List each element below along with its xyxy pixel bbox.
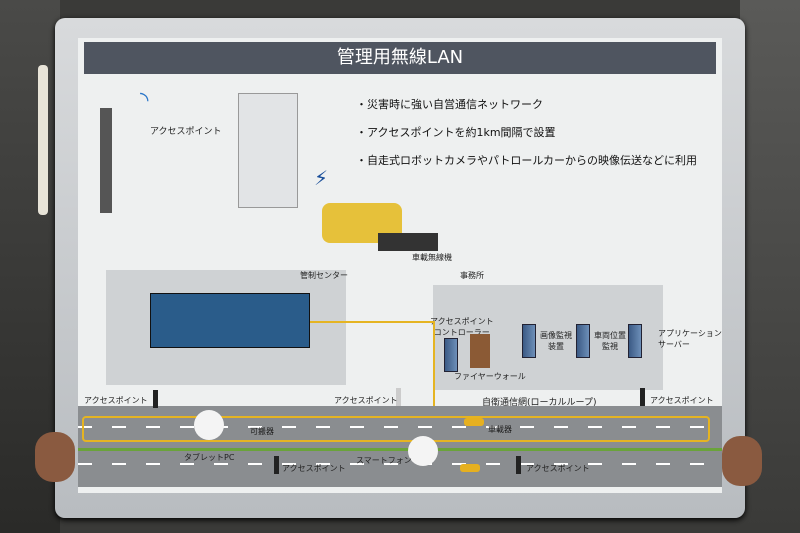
lane-marking	[78, 463, 722, 465]
server-icon	[444, 338, 458, 372]
access-point-icon	[153, 390, 158, 408]
network-line	[310, 321, 434, 323]
car-icon	[460, 464, 480, 472]
firewall-label: ファイヤーウォール	[454, 372, 526, 381]
access-point-device	[238, 93, 298, 208]
access-point-label: アクセスポイント	[526, 464, 590, 473]
access-point-tower	[100, 108, 112, 213]
wifi-icon: ◝	[140, 88, 149, 113]
ap-controller-label: アクセスポイント コントローラー	[430, 317, 494, 337]
bullet-2: ・アクセスポイントを約1km間隔で設置	[356, 126, 556, 139]
access-point-icon	[640, 388, 645, 406]
tablet-label: タブレットPC	[184, 453, 235, 462]
control-center-label: 管制センター	[300, 271, 348, 280]
vehicle-radio-device	[378, 233, 438, 251]
car-icon	[464, 418, 484, 426]
poster: 管理用無線LAN ◝ アクセスポイント ⚡ 車載無線機 ・災害時に強い自営通信ネ…	[78, 38, 722, 493]
access-point-icon	[396, 388, 401, 406]
private-network-label: 自衛通信網(ローカルループ)	[482, 398, 597, 408]
access-point-icon	[516, 456, 521, 474]
signal-bolt-icon: ⚡	[314, 166, 329, 190]
video-wall	[150, 293, 310, 348]
vehicle-radio-label: 車載無線機	[412, 253, 452, 262]
server-icon	[522, 324, 536, 358]
access-point-icon	[274, 456, 279, 474]
server-icon	[628, 324, 642, 358]
road-lower	[78, 451, 722, 487]
network-line	[433, 321, 435, 416]
hand-right	[722, 436, 762, 486]
background-pole	[38, 65, 48, 215]
tablet-worker	[194, 410, 224, 440]
smartphone-worker	[408, 436, 438, 466]
office-label: 事務所	[460, 271, 484, 280]
vehicle-position-label: 車両位置 監視	[594, 331, 626, 351]
onboard-label: 車載器	[488, 425, 512, 434]
app-server-label: アプリケーション サーバー	[658, 329, 722, 349]
access-point-label: アクセスポイント	[150, 127, 222, 137]
bullet-3: ・自走式ロボットカメラやパトロールカーからの映像伝送などに利用	[356, 154, 697, 167]
poster-title: 管理用無線LAN	[84, 42, 716, 74]
bullet-1: ・災害時に強い自営通信ネットワーク	[356, 98, 543, 111]
access-point-label: アクセスポイント	[334, 396, 398, 405]
server-icon	[576, 324, 590, 358]
smartphone-label: スマートフォン	[356, 456, 412, 465]
median	[78, 448, 722, 451]
hand-left	[35, 432, 75, 482]
local-loop-line	[82, 416, 710, 442]
firewall-icon	[470, 334, 490, 368]
portable-label: 可搬器	[250, 427, 274, 436]
access-point-label: アクセスポイント	[84, 396, 148, 405]
lane-marking	[78, 426, 722, 428]
access-point-label: アクセスポイント	[650, 396, 714, 405]
access-point-label: アクセスポイント	[282, 464, 346, 473]
image-monitor-label: 画像監視 装置	[540, 331, 572, 351]
